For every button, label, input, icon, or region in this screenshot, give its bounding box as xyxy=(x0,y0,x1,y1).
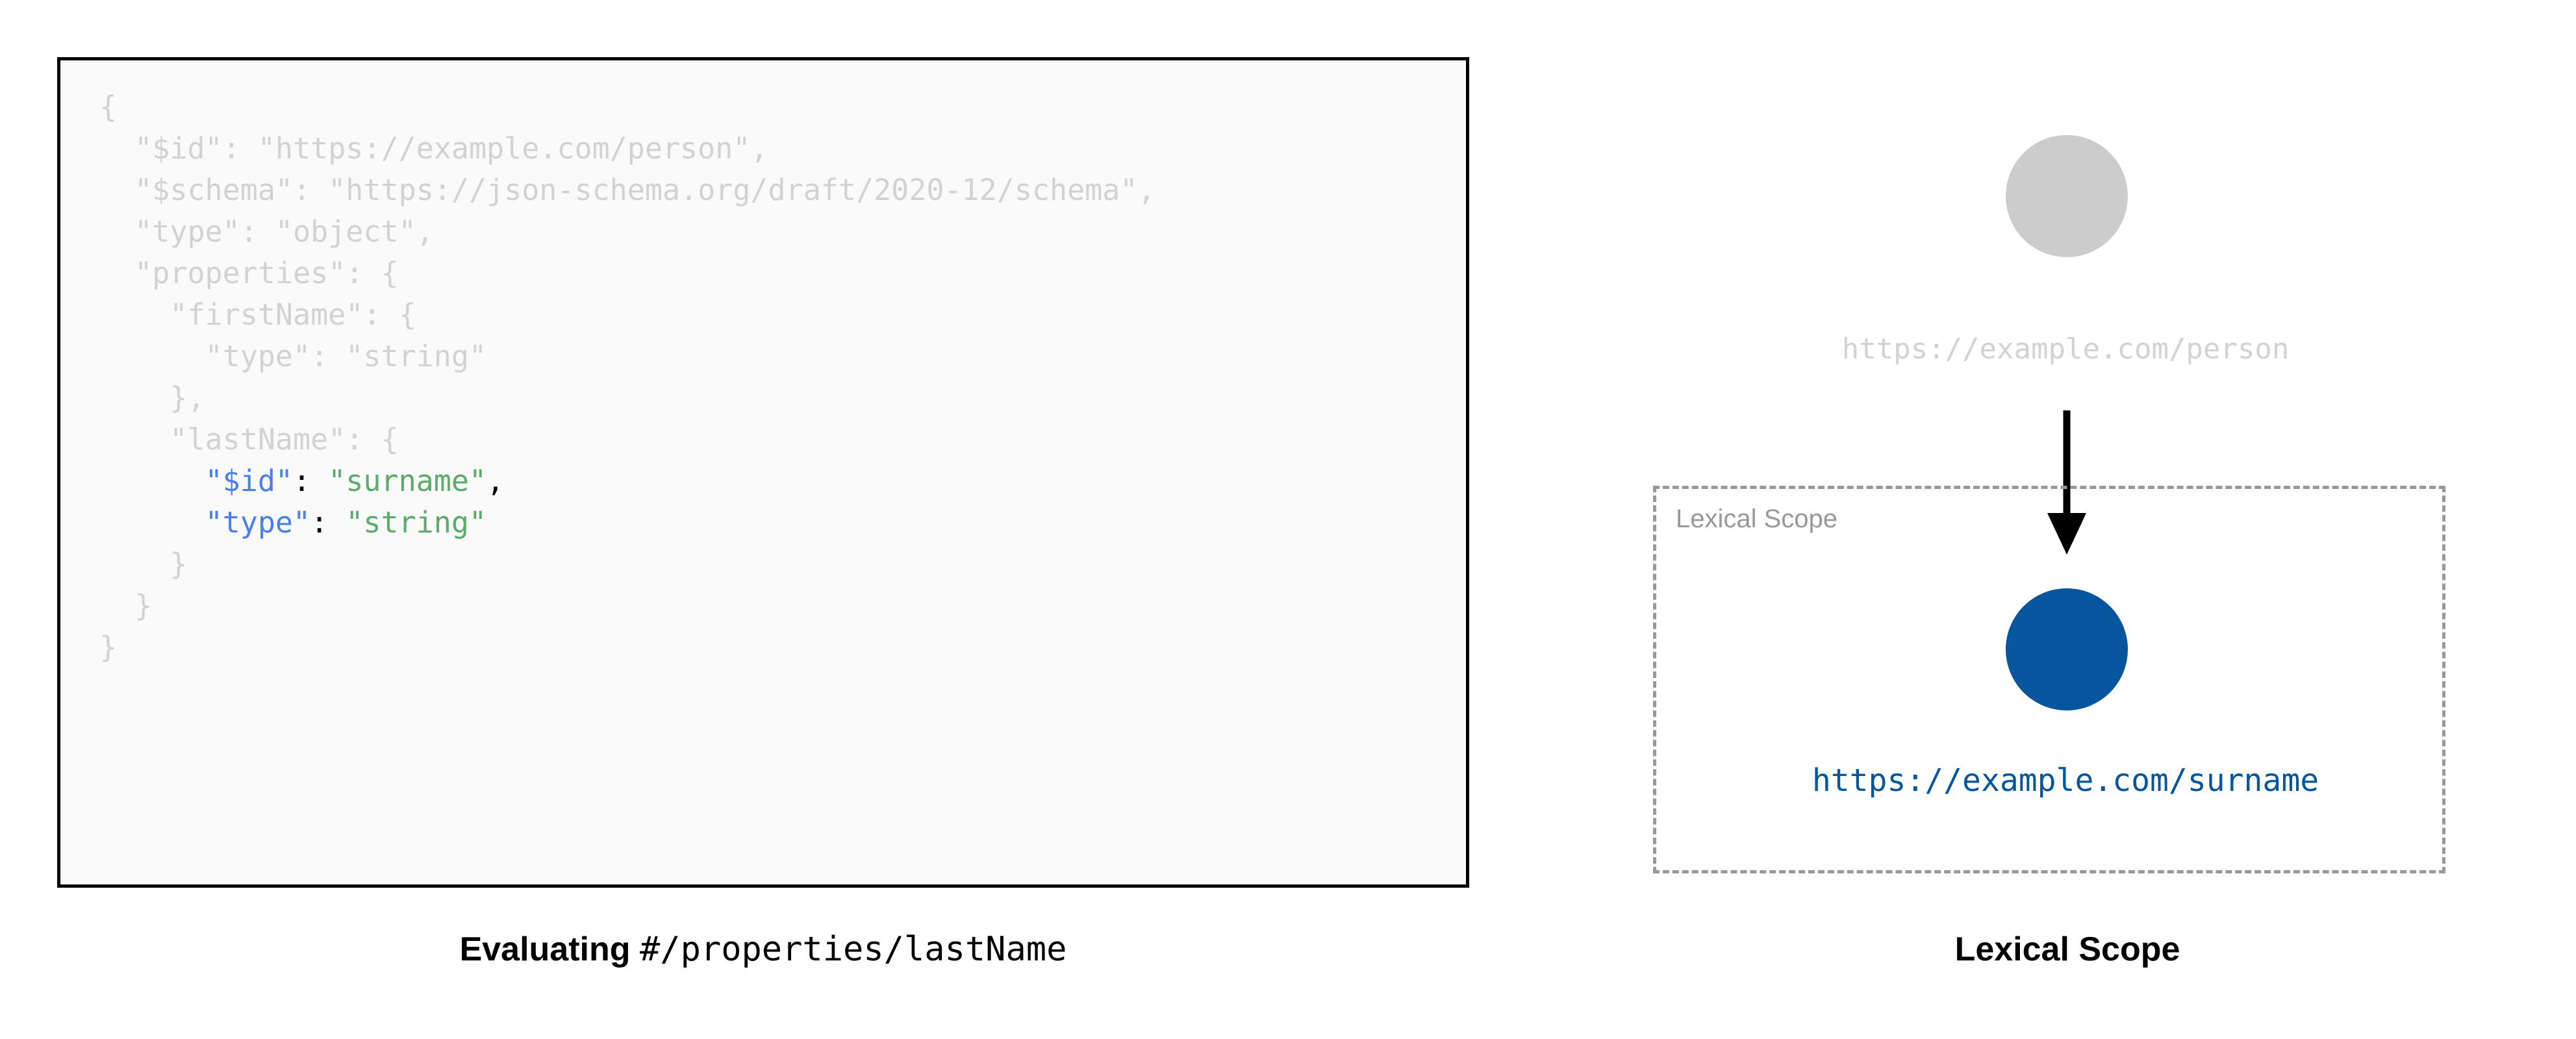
code-line: { xyxy=(99,86,1155,128)
code-indent xyxy=(99,297,170,332)
code-lines-container: { "$id": "https://example.com/person", "… xyxy=(99,86,1155,668)
lexical-scope-box-label: Lexical Scope xyxy=(1676,505,1838,533)
code-token-key: "$id" xyxy=(205,464,294,498)
lexical-scope-boundary-box: Lexical Scope xyxy=(1653,486,2445,873)
code-token-string: "string" xyxy=(346,505,487,540)
schema-node-surname-circle xyxy=(2006,588,2128,710)
code-line: } xyxy=(99,627,1155,668)
code-line: } xyxy=(99,585,1155,627)
code-token-dim: "type": "string" xyxy=(205,339,487,373)
code-token-dim: } xyxy=(134,588,153,623)
code-token-punct: , xyxy=(486,464,505,498)
code-token-dim: } xyxy=(170,547,188,581)
code-line: } xyxy=(99,544,1155,585)
schema-node-person-circle xyxy=(2006,135,2128,257)
code-token-dim: }, xyxy=(170,381,205,415)
caption-evaluating-label: Evaluating xyxy=(459,931,631,968)
left-figure-caption: Evaluating #/properties/lastName xyxy=(57,930,1469,969)
code-indent xyxy=(99,214,134,249)
code-line: "type": "object", xyxy=(99,211,1155,253)
code-line: }, xyxy=(99,377,1155,419)
code-indent xyxy=(99,422,170,457)
code-line: "type": "string" xyxy=(99,502,1155,544)
caption-json-pointer: #/properties/lastName xyxy=(639,930,1067,969)
code-indent xyxy=(99,588,134,623)
code-indent xyxy=(99,464,205,498)
code-indent xyxy=(99,547,170,581)
down-arrow-icon xyxy=(2041,410,2093,555)
code-indent xyxy=(99,381,170,415)
code-line: "lastName": { xyxy=(99,419,1155,460)
schema-node-surname-label: https://example.com/surname xyxy=(1812,762,2319,799)
code-line: "$id": "surname", xyxy=(99,460,1155,502)
code-token-punct: : xyxy=(293,464,329,498)
code-figure-panel: { "$id": "https://example.com/person", "… xyxy=(57,57,1469,969)
code-token-dim: "properties": { xyxy=(134,256,399,290)
code-token-dim: } xyxy=(99,630,118,664)
code-line: "$id": "https://example.com/person", xyxy=(99,128,1155,169)
code-indent xyxy=(99,173,134,207)
code-token-dim: { xyxy=(99,90,118,124)
lexical-scope-diagram-panel: https://example.com/person Lexical Scope… xyxy=(1559,0,2576,1039)
json-schema-code-block: { "$id": "https://example.com/person", "… xyxy=(57,57,1469,888)
code-indent xyxy=(99,256,134,290)
code-token-key: "type" xyxy=(205,505,311,540)
code-token-dim: "firstName": { xyxy=(170,297,416,332)
code-token-punct: : xyxy=(310,505,346,540)
code-indent xyxy=(99,505,205,540)
code-token-dim: "$id": "https://example.com/person", xyxy=(134,131,768,166)
code-line: "firstName": { xyxy=(99,294,1155,336)
code-line: "$schema": "https://json-schema.org/draf… xyxy=(99,169,1155,211)
code-indent xyxy=(99,339,205,373)
code-token-dim: "$schema": "https://json-schema.org/draf… xyxy=(134,173,1155,207)
code-token-dim: "lastName": { xyxy=(170,422,399,457)
code-token-dim: "type": "object", xyxy=(134,214,434,249)
right-figure-caption: Lexical Scope xyxy=(1954,931,2180,968)
code-line: "properties": { xyxy=(99,253,1155,294)
code-indent xyxy=(99,131,134,166)
code-token-string: "surname" xyxy=(328,464,487,498)
schema-node-person-label: https://example.com/person xyxy=(1841,332,2290,366)
code-line: "type": "string" xyxy=(99,336,1155,377)
